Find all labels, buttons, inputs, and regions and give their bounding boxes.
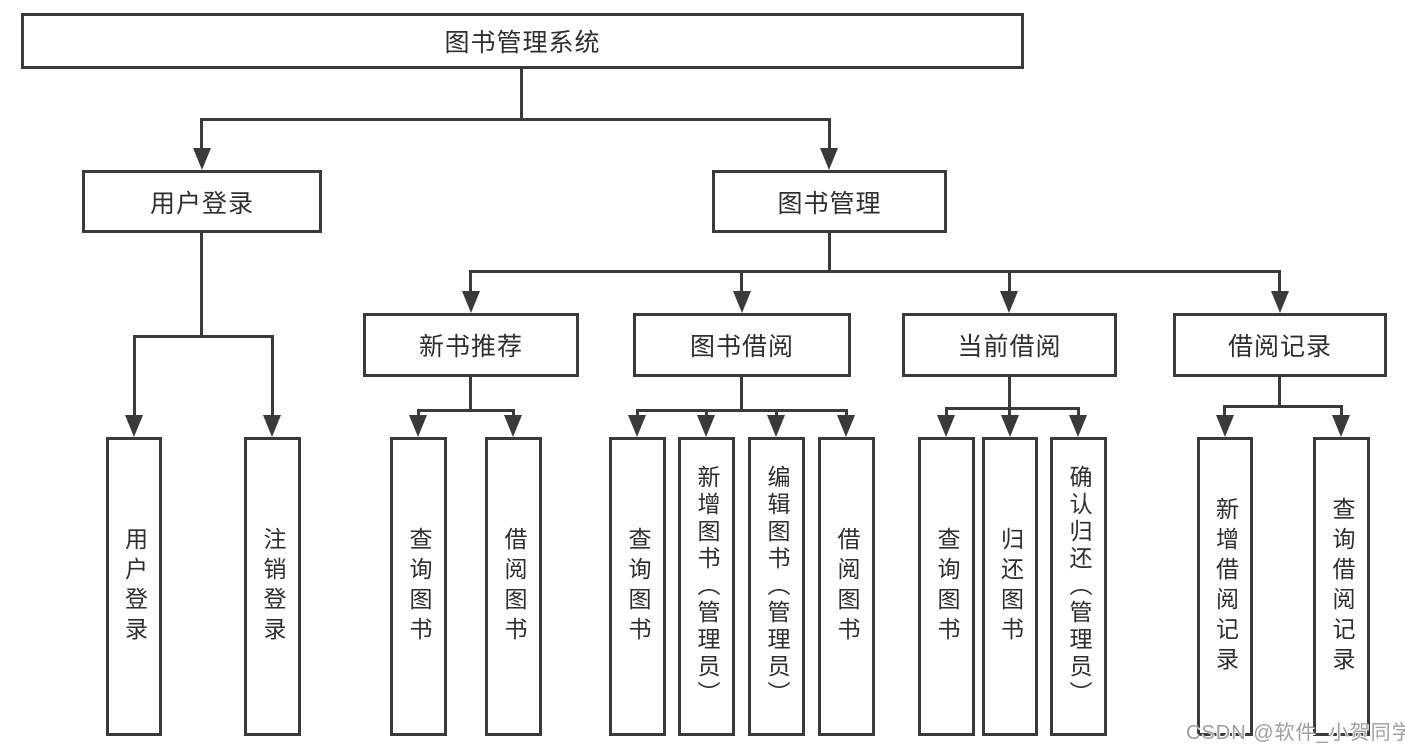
connector-line bbox=[845, 409, 848, 417]
connector-line bbox=[775, 409, 778, 417]
connector-line bbox=[1223, 405, 1343, 408]
connector-line bbox=[945, 407, 1080, 410]
connector-line bbox=[133, 335, 136, 417]
arrowhead-down bbox=[193, 148, 211, 170]
leaf-add-book-admin: 新增图书（管理员） bbox=[678, 437, 735, 736]
leaf-query-books-recommend: 查询图书 bbox=[390, 437, 447, 736]
arrowhead-down bbox=[1000, 291, 1018, 313]
connector-line bbox=[200, 118, 203, 151]
connector-line bbox=[740, 377, 743, 411]
leaf-add-borrow-record: 新增借阅记录 bbox=[1197, 437, 1253, 736]
connector-line bbox=[512, 409, 515, 417]
arrowhead-down bbox=[462, 291, 480, 313]
arrowhead-down bbox=[820, 148, 838, 170]
connector-line bbox=[469, 377, 472, 411]
connector-line bbox=[1340, 405, 1343, 417]
connector-line bbox=[133, 335, 274, 338]
arrowhead-down bbox=[697, 415, 715, 437]
node-new-book-recommend: 新书推荐 bbox=[363, 313, 579, 377]
connector-line bbox=[705, 409, 708, 417]
csdn-watermark: CSDN @软件_小贺同学 bbox=[1186, 722, 1405, 744]
connector-line bbox=[1077, 407, 1080, 417]
arrowhead-down bbox=[937, 415, 955, 437]
arrowhead-down bbox=[837, 415, 855, 437]
connector-line bbox=[828, 233, 831, 272]
arrowhead-down bbox=[628, 415, 646, 437]
node-current-borrow: 当前借阅 bbox=[902, 313, 1117, 377]
connector-line bbox=[740, 270, 743, 293]
leaf-borrow-books-recommend: 借阅图书 bbox=[485, 437, 542, 736]
connector-line bbox=[417, 409, 515, 412]
connector-line bbox=[636, 409, 639, 417]
arrowhead-down bbox=[409, 415, 427, 437]
connector-line bbox=[945, 407, 948, 417]
connector-line bbox=[271, 335, 274, 417]
connector-line bbox=[1278, 270, 1281, 293]
connector-line bbox=[200, 233, 203, 337]
connector-line bbox=[417, 409, 420, 417]
connector-line bbox=[200, 118, 831, 121]
connector-line bbox=[469, 270, 1281, 273]
arrowhead-down bbox=[733, 291, 751, 313]
node-book-borrow: 图书借阅 bbox=[633, 313, 851, 377]
node-root-library-system: 图书管理系统 bbox=[21, 13, 1024, 69]
leaf-user-login: 用户登录 bbox=[106, 437, 162, 736]
arrowhead-down bbox=[263, 415, 281, 437]
arrowhead-down bbox=[504, 415, 522, 437]
leaf-query-books-borrow: 查询图书 bbox=[609, 437, 666, 736]
node-user-login: 用户登录 bbox=[82, 170, 322, 233]
connector-line bbox=[1008, 270, 1011, 293]
leaf-edit-book-admin: 编辑图书（管理员） bbox=[748, 437, 805, 736]
connector-line bbox=[1008, 377, 1011, 409]
arrowhead-down bbox=[125, 415, 143, 437]
arrowhead-down bbox=[1271, 291, 1289, 313]
node-borrow-records: 借阅记录 bbox=[1173, 313, 1387, 377]
leaf-return-book: 归还图书 bbox=[982, 437, 1038, 736]
arrowhead-down bbox=[1001, 415, 1019, 437]
connector-line bbox=[1278, 377, 1281, 407]
leaf-borrow-books-borrow: 借阅图书 bbox=[818, 437, 875, 736]
connector-line bbox=[1008, 407, 1011, 417]
connector-line bbox=[520, 69, 523, 119]
arrowhead-down bbox=[1216, 415, 1234, 437]
leaf-query-borrow-record: 查询借阅记录 bbox=[1313, 437, 1370, 736]
leaf-logout: 注销登录 bbox=[244, 437, 301, 736]
leaf-confirm-return-admin: 确认归还（管理员） bbox=[1050, 437, 1107, 736]
leaf-query-books-current: 查询图书 bbox=[918, 437, 975, 736]
connector-line bbox=[1223, 405, 1226, 417]
connector-line bbox=[828, 118, 831, 151]
connector-line bbox=[636, 409, 848, 412]
arrowhead-down bbox=[1332, 415, 1350, 437]
node-book-management: 图书管理 bbox=[712, 170, 947, 233]
arrowhead-down bbox=[767, 415, 785, 437]
connector-line bbox=[469, 270, 472, 293]
arrowhead-down bbox=[1069, 415, 1087, 437]
